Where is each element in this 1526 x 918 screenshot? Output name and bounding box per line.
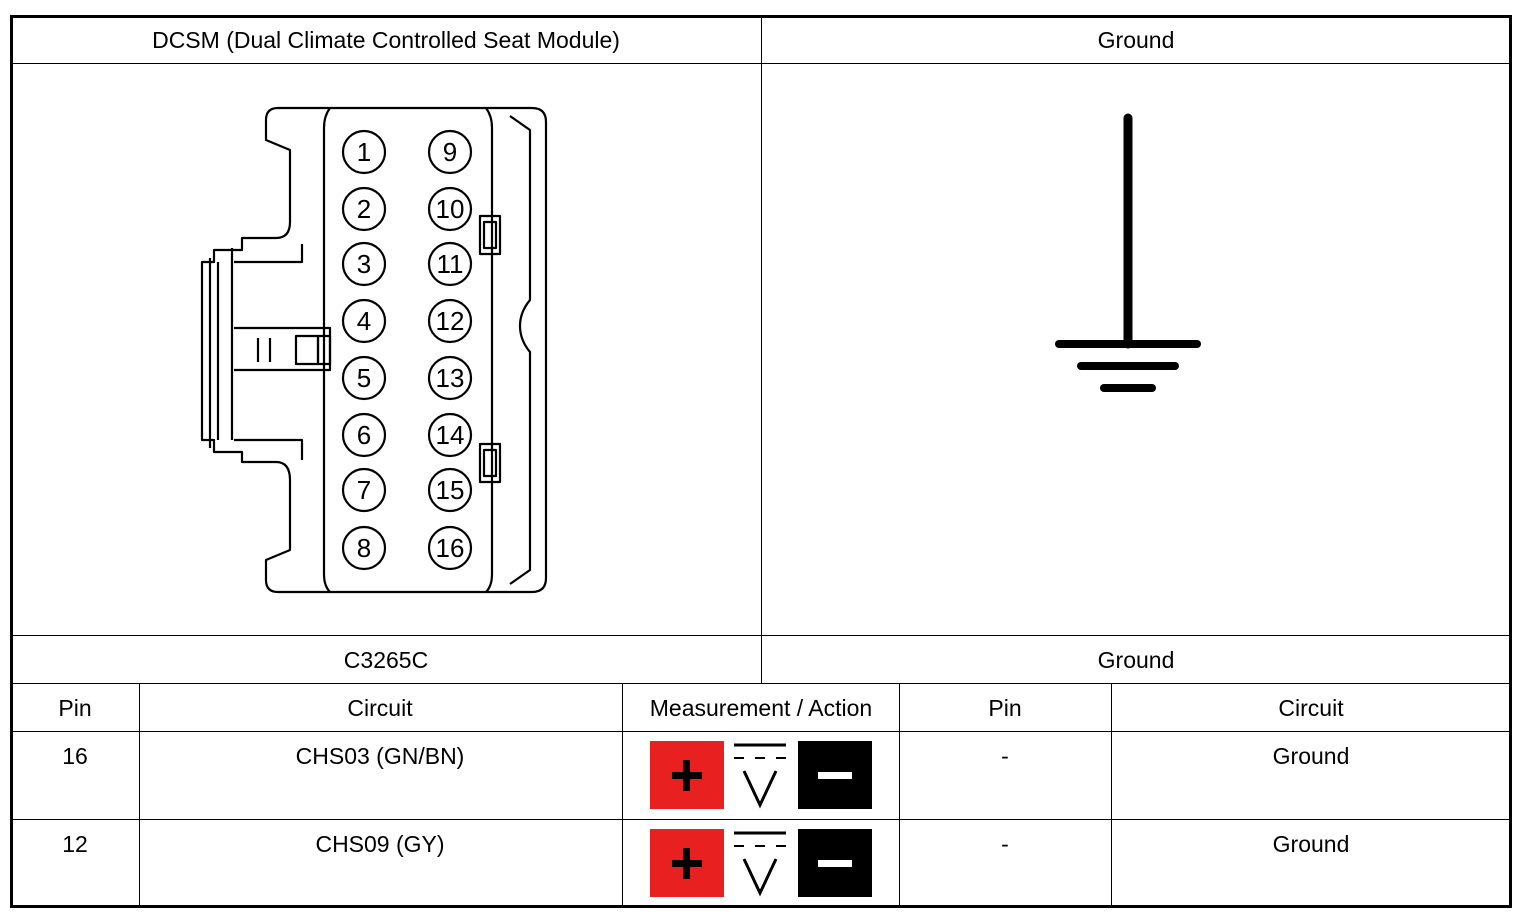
connector-id-label: C3265C (343, 647, 429, 673)
row-pin-2: - (1001, 743, 1009, 769)
ground-symbol-icon (1055, 113, 1201, 392)
pinout-frame (10, 15, 1512, 908)
divider (622, 683, 623, 906)
pin-label: 11 (437, 249, 464, 279)
row-circuit-2: Ground (1272, 743, 1350, 769)
pin-label: 10 (436, 194, 465, 224)
connector-face-diagram: 1 2 3 4 5 6 7 8 9 10 11 12 13 14 15 16 (200, 106, 548, 594)
pin-label: 13 (436, 363, 465, 393)
pin-label: 8 (357, 533, 371, 563)
col-header-circuit: Circuit (347, 695, 413, 721)
pin-label: 14 (436, 420, 465, 450)
dc-voltmeter-icon (730, 829, 790, 897)
pin-label: 1 (357, 137, 371, 167)
pin-label: 3 (357, 249, 371, 279)
pin-label: 9 (443, 137, 457, 167)
row-pin: 12 (62, 831, 88, 857)
row-pin: 16 (62, 743, 88, 769)
divider (761, 17, 762, 684)
ground-label: Ground (1097, 647, 1175, 673)
module-title: DCSM (Dual Climate Controlled Seat Modul… (152, 27, 620, 53)
divider (899, 683, 900, 906)
ground-title: Ground (1097, 27, 1175, 53)
row-circuit: CHS09 (GY) (315, 831, 445, 857)
divider (1111, 683, 1112, 906)
divider (12, 819, 1510, 820)
row-circuit-2: Ground (1272, 831, 1350, 857)
pin-label: 12 (436, 306, 465, 336)
col-header-pin-2: Pin (988, 695, 1022, 721)
negative-lead-icon (798, 829, 872, 897)
pin-label: 5 (357, 363, 371, 393)
positive-lead-icon (650, 741, 724, 809)
measurement-action (650, 829, 872, 897)
pin-label: 15 (436, 475, 465, 505)
col-header-measurement: Measurement / Action (649, 695, 873, 721)
row-circuit: CHS03 (GN/BN) (295, 743, 465, 769)
row-pin-2: - (1001, 831, 1009, 857)
pin-label: 4 (357, 306, 371, 336)
pin-label: 2 (357, 194, 371, 224)
measurement-action (650, 741, 872, 809)
col-header-pin: Pin (58, 695, 92, 721)
col-header-circuit-2: Circuit (1278, 695, 1344, 721)
pin-label: 16 (436, 533, 465, 563)
divider (139, 683, 140, 906)
dc-voltmeter-icon (730, 741, 790, 809)
pin-label: 6 (357, 420, 371, 450)
divider (12, 731, 1510, 732)
pin-label: 7 (357, 475, 371, 505)
positive-lead-icon (650, 829, 724, 897)
negative-lead-icon (798, 741, 872, 809)
